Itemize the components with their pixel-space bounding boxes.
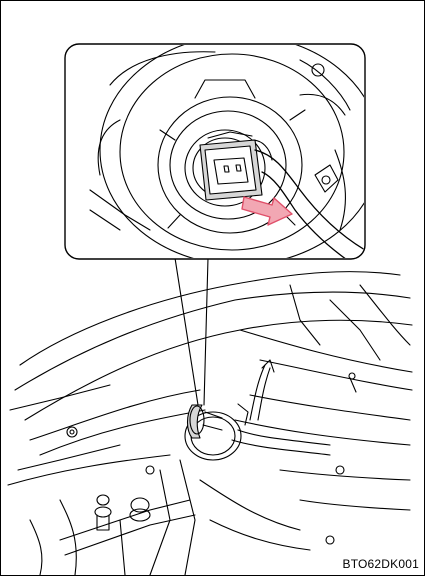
callout-pointer bbox=[175, 258, 208, 405]
detail-callout-box bbox=[65, 35, 380, 265]
engine-bay-view bbox=[8, 272, 412, 575]
figure-code: BTO62DK001 bbox=[343, 557, 420, 571]
